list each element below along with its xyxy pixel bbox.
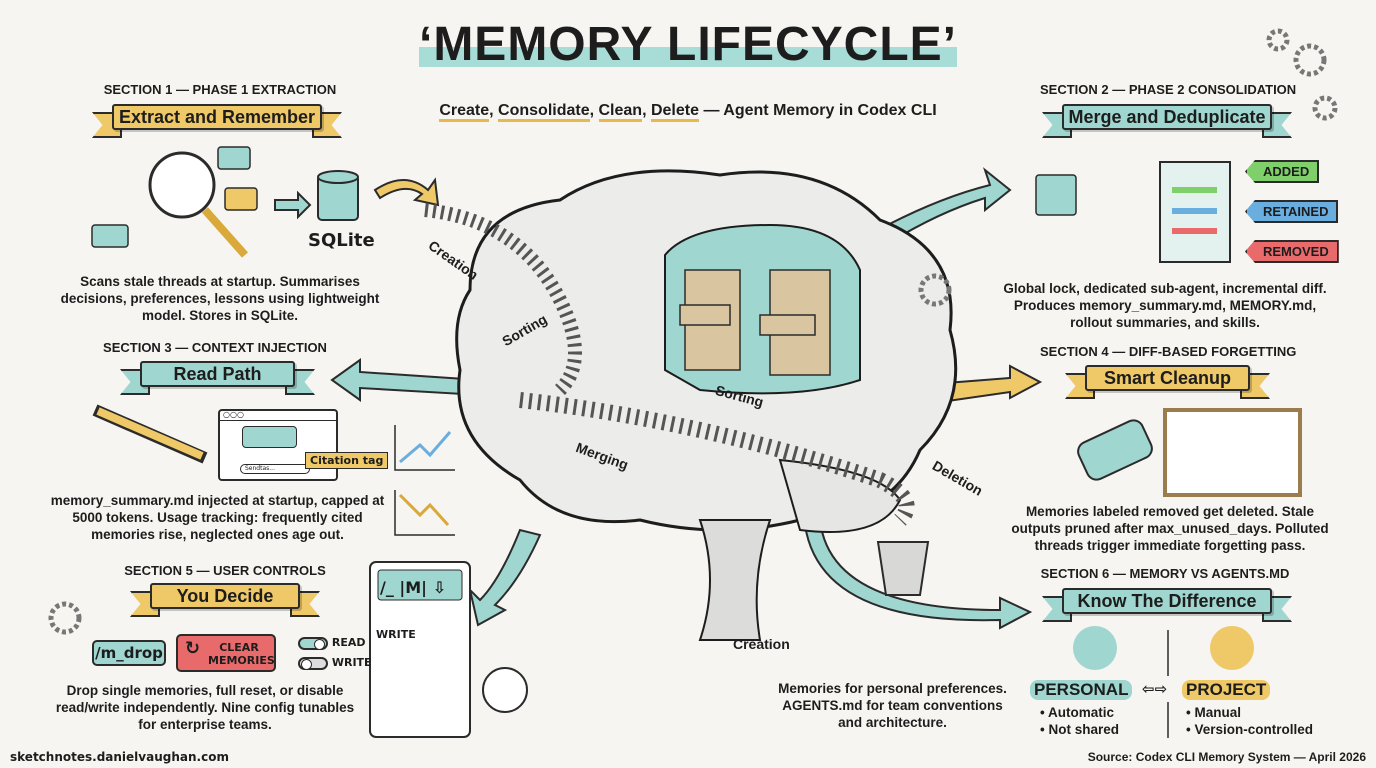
section2-description: Global lock, dedicated sub-agent, increm…	[1003, 281, 1327, 330]
project-list: • Manual• Version-controlled	[1186, 705, 1314, 737]
puzzle-icon	[1035, 174, 1077, 216]
footer-site: sketchnotes.danielvaughan.com	[10, 750, 229, 764]
corkboard-icon	[1163, 408, 1302, 497]
page-title: ‘MEMORY LIFECYCLE’	[318, 16, 1058, 74]
arrow-icon	[274, 190, 312, 220]
brain-icon	[424, 169, 958, 641]
label-creation-2: Creation	[733, 636, 790, 652]
eraser-icon	[1077, 419, 1153, 481]
section1-description: Scans stale threads at startup. Summaris…	[60, 274, 380, 323]
doc-small-icon	[1210, 626, 1254, 670]
section6-banner: Know The Difference	[1062, 588, 1272, 614]
user-avatar-icon	[482, 667, 528, 713]
personal-list: • Automatic• Not shared	[1040, 705, 1119, 737]
chart-up-icon	[394, 425, 455, 471]
section3-banner: Read Path	[140, 361, 295, 387]
m-drop-command[interactable]: /m_drop	[92, 640, 166, 666]
section6-header: SECTION 6 — MEMORY VS AGENTS.MD	[1040, 566, 1290, 581]
center-note: Memories for personal preferences. AGENT…	[778, 681, 1007, 730]
footer-source: Source: Codex CLI Memory System — April …	[1087, 750, 1366, 764]
panel-display: /_ |M| ⇩	[380, 578, 446, 597]
chart-down-icon	[394, 490, 455, 536]
section5-header: SECTION 5 — USER CONTROLS	[124, 563, 326, 578]
message-input[interactable]: Sendtas...	[240, 464, 310, 474]
section5-description: Drop single memories, full reset, or dis…	[55, 683, 355, 732]
read-toggle-switch[interactable]	[298, 636, 328, 650]
reset-icon: ↻	[185, 638, 201, 659]
citation-tag: Citation tag	[305, 452, 389, 469]
tag-removed: REMOVED	[1245, 240, 1339, 263]
section4-header: SECTION 4 — DIFF-BASED FORGETTING	[1040, 344, 1297, 359]
page-title-text: ‘MEMORY LIFECYCLE’	[418, 18, 958, 71]
section2-banner: Merge and Deduplicate	[1062, 104, 1272, 130]
section4-description: Memories labeled removed get deleted. St…	[1011, 504, 1329, 553]
section1-header: SECTION 1 — PHASE 1 EXTRACTION	[103, 82, 337, 97]
toggle-write[interactable]: WRITE	[298, 656, 372, 670]
section3-description: memory_summary.md injected at startup, c…	[50, 493, 385, 542]
chat-bubble	[242, 426, 297, 448]
tag-added: ADDED	[1245, 160, 1320, 183]
magnifier-icon	[148, 151, 248, 258]
control-panel	[369, 561, 471, 738]
tag-retained: RETAINED	[1245, 200, 1339, 223]
section1-banner: Extract and Remember	[112, 104, 322, 130]
page-subtitle: Create, Consolidate, Clean, Delete — Age…	[318, 102, 1058, 122]
clear-memories-button[interactable]: ↻ CLEAR MEMORIES	[176, 634, 276, 672]
write-toggle-switch[interactable]	[298, 656, 328, 670]
panel-write-label: WRITE	[376, 628, 416, 641]
personal-label: PERSONAL	[1030, 680, 1133, 700]
window-controls: ○○○	[220, 411, 336, 421]
trash-bin-icon	[876, 541, 930, 596]
chat-window: ○○○ Sendtas...	[218, 409, 338, 481]
section3-header: SECTION 3 — CONTEXT INJECTION	[103, 340, 327, 355]
section2-header: SECTION 2 — PHASE 2 CONSOLIDATION	[1040, 82, 1297, 97]
sqlite-label: SQLite	[308, 230, 375, 251]
document-icon	[1159, 161, 1231, 263]
section5-banner: You Decide	[150, 583, 300, 609]
database-icon	[317, 170, 359, 221]
gear-icon	[48, 28, 1338, 635]
brain-small-icon	[1073, 626, 1117, 670]
project-label: PROJECT	[1182, 680, 1271, 700]
bidirectional-arrow-icon: ⇦⇨	[1142, 680, 1168, 698]
toggle-read[interactable]: READ	[298, 636, 365, 650]
section4-banner: Smart Cleanup	[1085, 365, 1250, 391]
